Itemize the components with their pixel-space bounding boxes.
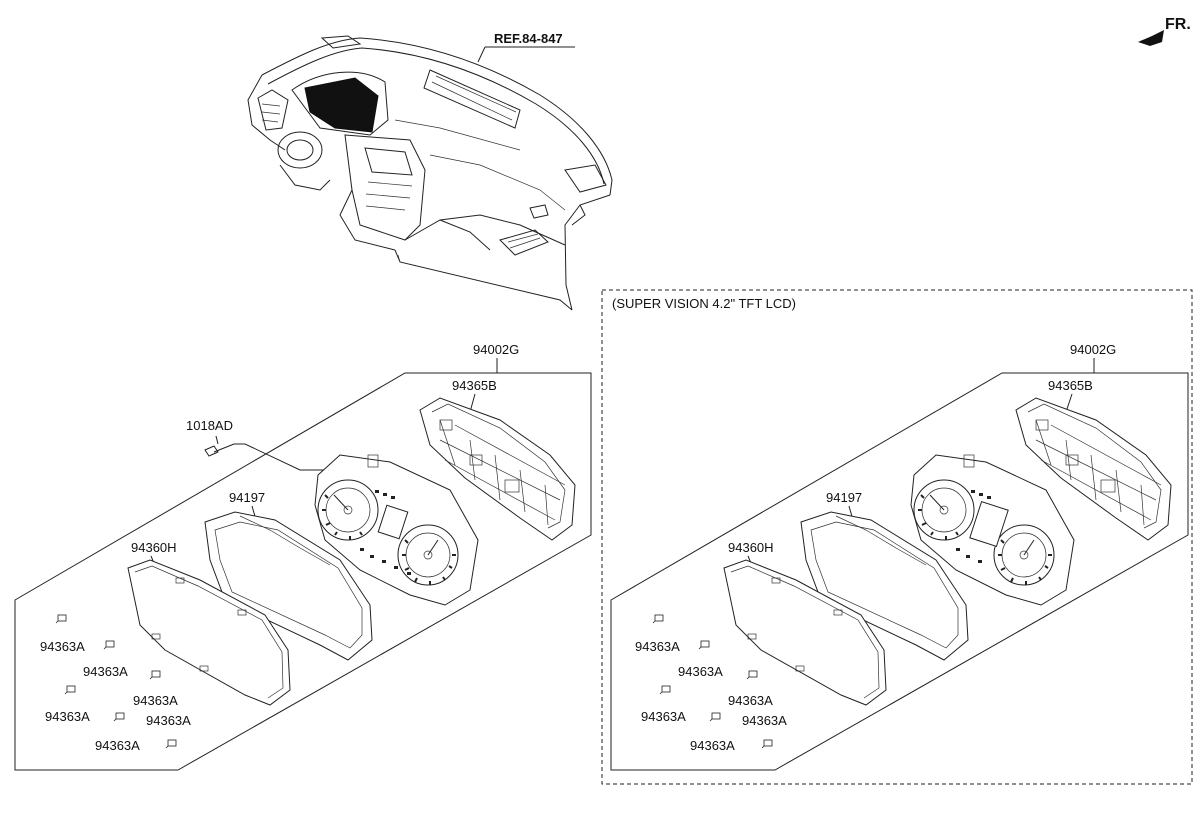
front-direction-arrow-icon [1138,30,1164,46]
dashboard-panel-illustration [247,35,613,311]
right-clip-1-number: 94363A [635,639,680,654]
super-vision-caption: (SUPER VISION 4.2" TFT LCD) [612,296,796,311]
left-case-number: 94365B [452,378,497,393]
right-assembly: 94002G 94365B [610,342,1189,771]
left-clip-1 [55,614,67,624]
right-assembly-boundary [610,372,1189,771]
left-rear-case [419,397,576,541]
right-assembly-number: 94002G [1070,342,1116,357]
right-rear-case [1015,397,1172,541]
right-clip-3-number: 94363A [728,693,773,708]
right-window-lens [723,559,887,706]
right-cluster-gauge-board [910,454,1075,606]
right-clip-6-number: 94363A [690,738,735,753]
right-clip-2-number: 94363A [678,664,723,679]
left-trim-bezel [204,511,373,661]
left-assembly: 94002G 94365B 1018AD [14,342,592,771]
right-clip-5-number: 94363A [742,713,787,728]
right-lens-number: 94360H [728,540,774,555]
right-trim-bezel [800,511,969,661]
right-clip-1 [652,614,664,624]
super-vision-dashed-frame [601,289,1193,785]
left-clip-4-number: 94363A [45,709,90,724]
cluster-highlight [304,77,379,133]
ref-leader-line [477,46,486,63]
left-clip-5 [113,712,125,722]
ref-label: REF.84-847 [494,31,563,46]
left-clip-3 [149,670,161,680]
left-clip-6-number: 94363A [95,738,140,753]
left-screw-to-cluster-line [234,443,330,471]
left-clip-1-number: 94363A [40,639,85,654]
left-screw-number: 1018AD [186,418,233,433]
left-clip-2-number: 94363A [83,664,128,679]
front-direction-label: FR. [1165,16,1191,33]
left-assembly-number: 94002G [473,342,519,357]
left-assembly-boundary [14,372,592,771]
right-clip-6 [761,739,773,749]
left-clip-4 [64,685,76,695]
right-case-number: 94365B [1048,378,1093,393]
left-clip-2 [103,640,115,650]
left-clip-3-number: 94363A [133,693,178,708]
right-cluster-number: 94197 [826,490,862,505]
right-clip-4 [659,685,671,695]
left-cluster-gauge-board [314,454,479,606]
left-screw [204,443,235,457]
right-clip-3 [746,670,758,680]
left-window-lens [127,559,291,706]
left-clip-6 [165,739,177,749]
right-clip-4-number: 94363A [641,709,686,724]
left-clip-5-number: 94363A [146,713,191,728]
left-lens-number: 94360H [131,540,177,555]
right-clip-5 [709,712,721,722]
left-cluster-number: 94197 [229,490,265,505]
right-clip-2 [698,640,710,650]
left-screw-leader [215,435,219,445]
